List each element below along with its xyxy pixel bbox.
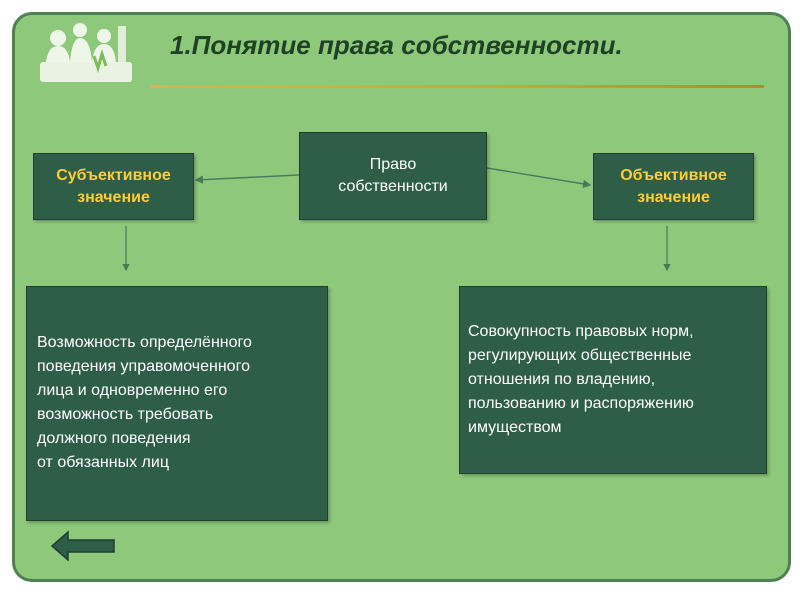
people-silhouette-logo-icon (40, 23, 132, 82)
subjective-description-text: Возможность определённого поведения упра… (37, 334, 252, 471)
connector-center-to-right (486, 167, 592, 189)
objective-meaning-heading: Объективное значение (620, 166, 727, 206)
back-arrow-icon[interactable] (50, 530, 118, 562)
subjective-meaning-box: Субъективное значение (33, 153, 194, 220)
title-underline (150, 85, 764, 88)
subjective-meaning-heading: Субъективное значение (56, 166, 171, 206)
center-concept-label: Право собственности (338, 156, 448, 195)
connector-center-to-left (194, 174, 300, 184)
objective-meaning-box: Объективное значение (593, 153, 754, 220)
objective-description-text: Совокупность правовых норм, регулирующих… (468, 323, 694, 436)
subjective-description-box: Возможность определённого поведения упра… (26, 286, 328, 521)
center-concept-box: Право собственности (299, 132, 487, 220)
slide-title: 1.Понятие права собственности. (170, 30, 623, 60)
objective-description-box: Совокупность правовых норм, регулирующих… (459, 286, 767, 474)
